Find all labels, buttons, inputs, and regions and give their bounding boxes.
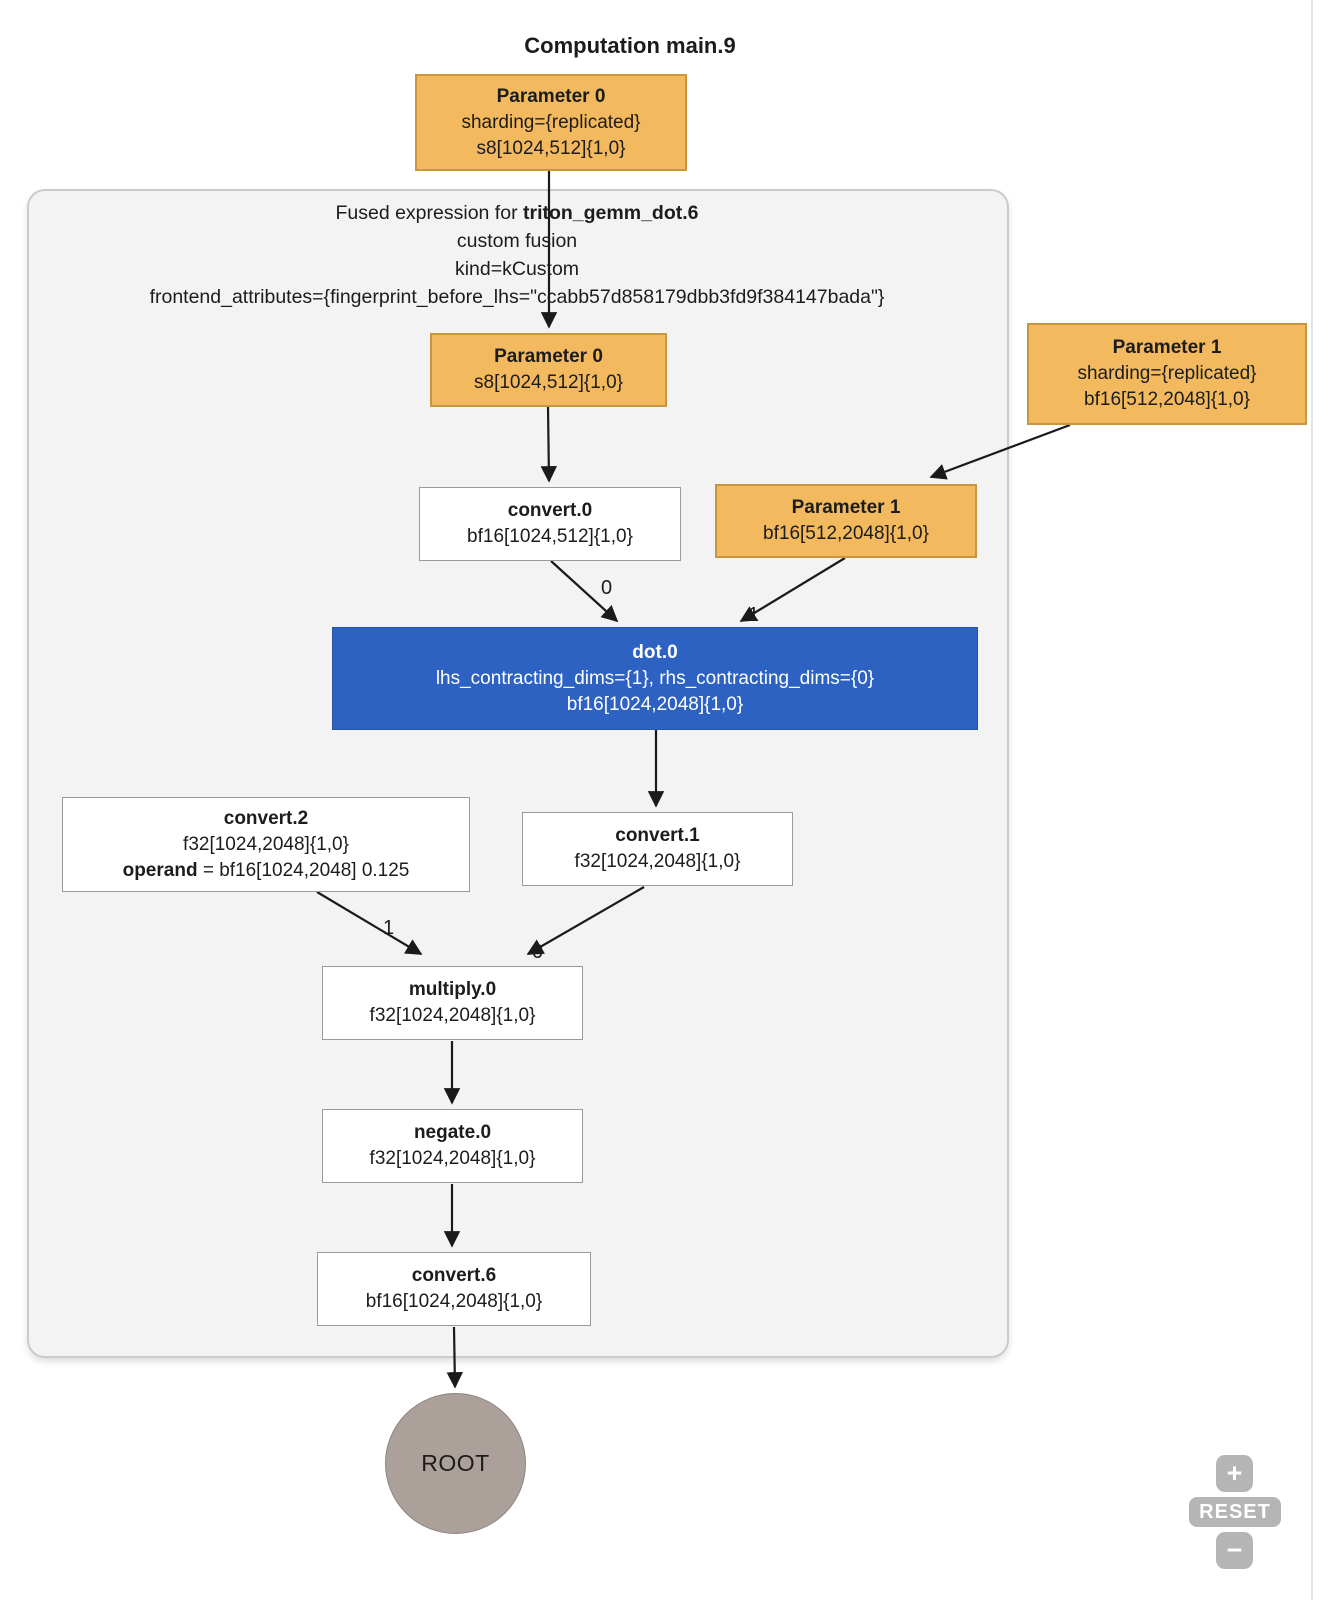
edge-label-convert1-multiply: 0 bbox=[532, 941, 544, 963]
node-title: negate.0 bbox=[413, 1122, 492, 1143]
node-shape: bf16[1024,2048]{1,0} bbox=[365, 1291, 543, 1312]
edge-label-param1-dot0: 1 bbox=[748, 604, 760, 626]
node-shape: f32[1024,2048]{1,0} bbox=[183, 833, 349, 855]
node-shape: bf16[512,2048]{1,0} bbox=[1084, 389, 1250, 410]
node-convert0[interactable]: convert.0 bf16[1024,512]{1,0} bbox=[419, 487, 681, 561]
node-title: Parameter 0 bbox=[496, 85, 606, 107]
fusion-label-prefix: Fused expression for bbox=[335, 202, 523, 224]
node-shape: s8[1024,512]{1,0} bbox=[474, 372, 623, 393]
node-title: Parameter 1 bbox=[791, 497, 901, 518]
node-title: Parameter 0 bbox=[494, 346, 603, 367]
node-title: convert.0 bbox=[507, 500, 593, 521]
node-shape: bf16[1024,512]{1,0} bbox=[467, 526, 633, 547]
node-parameter0-outer[interactable]: Parameter 0 sharding={replicated} s8[102… bbox=[415, 74, 687, 171]
node-shape: s8[1024,512]{1,0} bbox=[476, 137, 626, 159]
operand-label: operand bbox=[122, 859, 198, 881]
fusion-label-line4: frontend_attributes={fingerprint_before_… bbox=[149, 286, 885, 308]
node-title: multiply.0 bbox=[408, 979, 497, 1000]
node-title: convert.2 bbox=[223, 807, 309, 829]
node-shape: bf16[512,2048]{1,0} bbox=[763, 523, 929, 544]
node-negate0[interactable]: negate.0 f32[1024,2048]{1,0} bbox=[322, 1109, 583, 1183]
node-sharding: sharding={replicated} bbox=[461, 111, 641, 133]
node-title: dot.0 bbox=[632, 641, 678, 663]
root-label: ROOT bbox=[421, 1450, 490, 1476]
node-parameter0-inner[interactable]: Parameter 0 s8[1024,512]{1,0} bbox=[430, 333, 667, 407]
fusion-label-name: triton_gemm_dot.6 bbox=[522, 202, 699, 224]
panel-divider bbox=[1311, 0, 1313, 1600]
zoom-in-button[interactable]: + bbox=[1216, 1455, 1253, 1492]
node-shape: f32[1024,2048]{1,0} bbox=[369, 1005, 536, 1026]
node-title: convert.6 bbox=[411, 1265, 497, 1286]
fusion-label-line3: kind=kCustom bbox=[454, 258, 580, 280]
reset-button[interactable]: RESET bbox=[1189, 1497, 1281, 1527]
node-parameter1-outer[interactable]: Parameter 1 sharding={replicated} bf16[5… bbox=[1027, 323, 1307, 425]
node-dot0[interactable]: dot.0 lhs_contracting_dims={1}, rhs_cont… bbox=[332, 627, 978, 730]
fusion-label-line1: Fused expression for triton_gemm_dot.6 bbox=[35, 199, 999, 227]
node-shape: f32[1024,2048]{1,0} bbox=[574, 851, 741, 872]
node-dims: lhs_contracting_dims={1}, rhs_contractin… bbox=[435, 667, 875, 689]
node-root[interactable]: ROOT bbox=[385, 1393, 526, 1534]
node-convert6[interactable]: convert.6 bf16[1024,2048]{1,0} bbox=[317, 1252, 591, 1326]
node-sharding: sharding={replicated} bbox=[1077, 363, 1257, 384]
operand-value: = bf16[1024,2048] 0.125 bbox=[197, 859, 410, 881]
node-convert1[interactable]: convert.1 f32[1024,2048]{1,0} bbox=[522, 812, 793, 886]
node-shape: f32[1024,2048]{1,0} bbox=[369, 1148, 536, 1169]
node-title: convert.1 bbox=[615, 825, 700, 846]
computation-title: Computation main.9 bbox=[524, 33, 736, 58]
node-convert2[interactable]: convert.2 f32[1024,2048]{1,0} operand = … bbox=[62, 797, 470, 892]
zoom-out-button[interactable]: − bbox=[1216, 1532, 1253, 1569]
node-title: Parameter 1 bbox=[1112, 337, 1222, 358]
fusion-cluster-label: Fused expression for triton_gemm_dot.6 c… bbox=[35, 199, 999, 311]
fusion-label-line2: custom fusion bbox=[456, 230, 578, 252]
node-shape: bf16[1024,2048]{1,0} bbox=[566, 693, 744, 715]
node-multiply0[interactable]: multiply.0 f32[1024,2048]{1,0} bbox=[322, 966, 583, 1040]
edge-label-convert2-multiply: 1 bbox=[383, 917, 395, 939]
node-operand: operand = bf16[1024,2048] 0.125 bbox=[63, 858, 469, 884]
edge-label-convert0-dot0: 0 bbox=[601, 577, 613, 599]
node-parameter1-inner[interactable]: Parameter 1 bf16[512,2048]{1,0} bbox=[715, 484, 977, 558]
